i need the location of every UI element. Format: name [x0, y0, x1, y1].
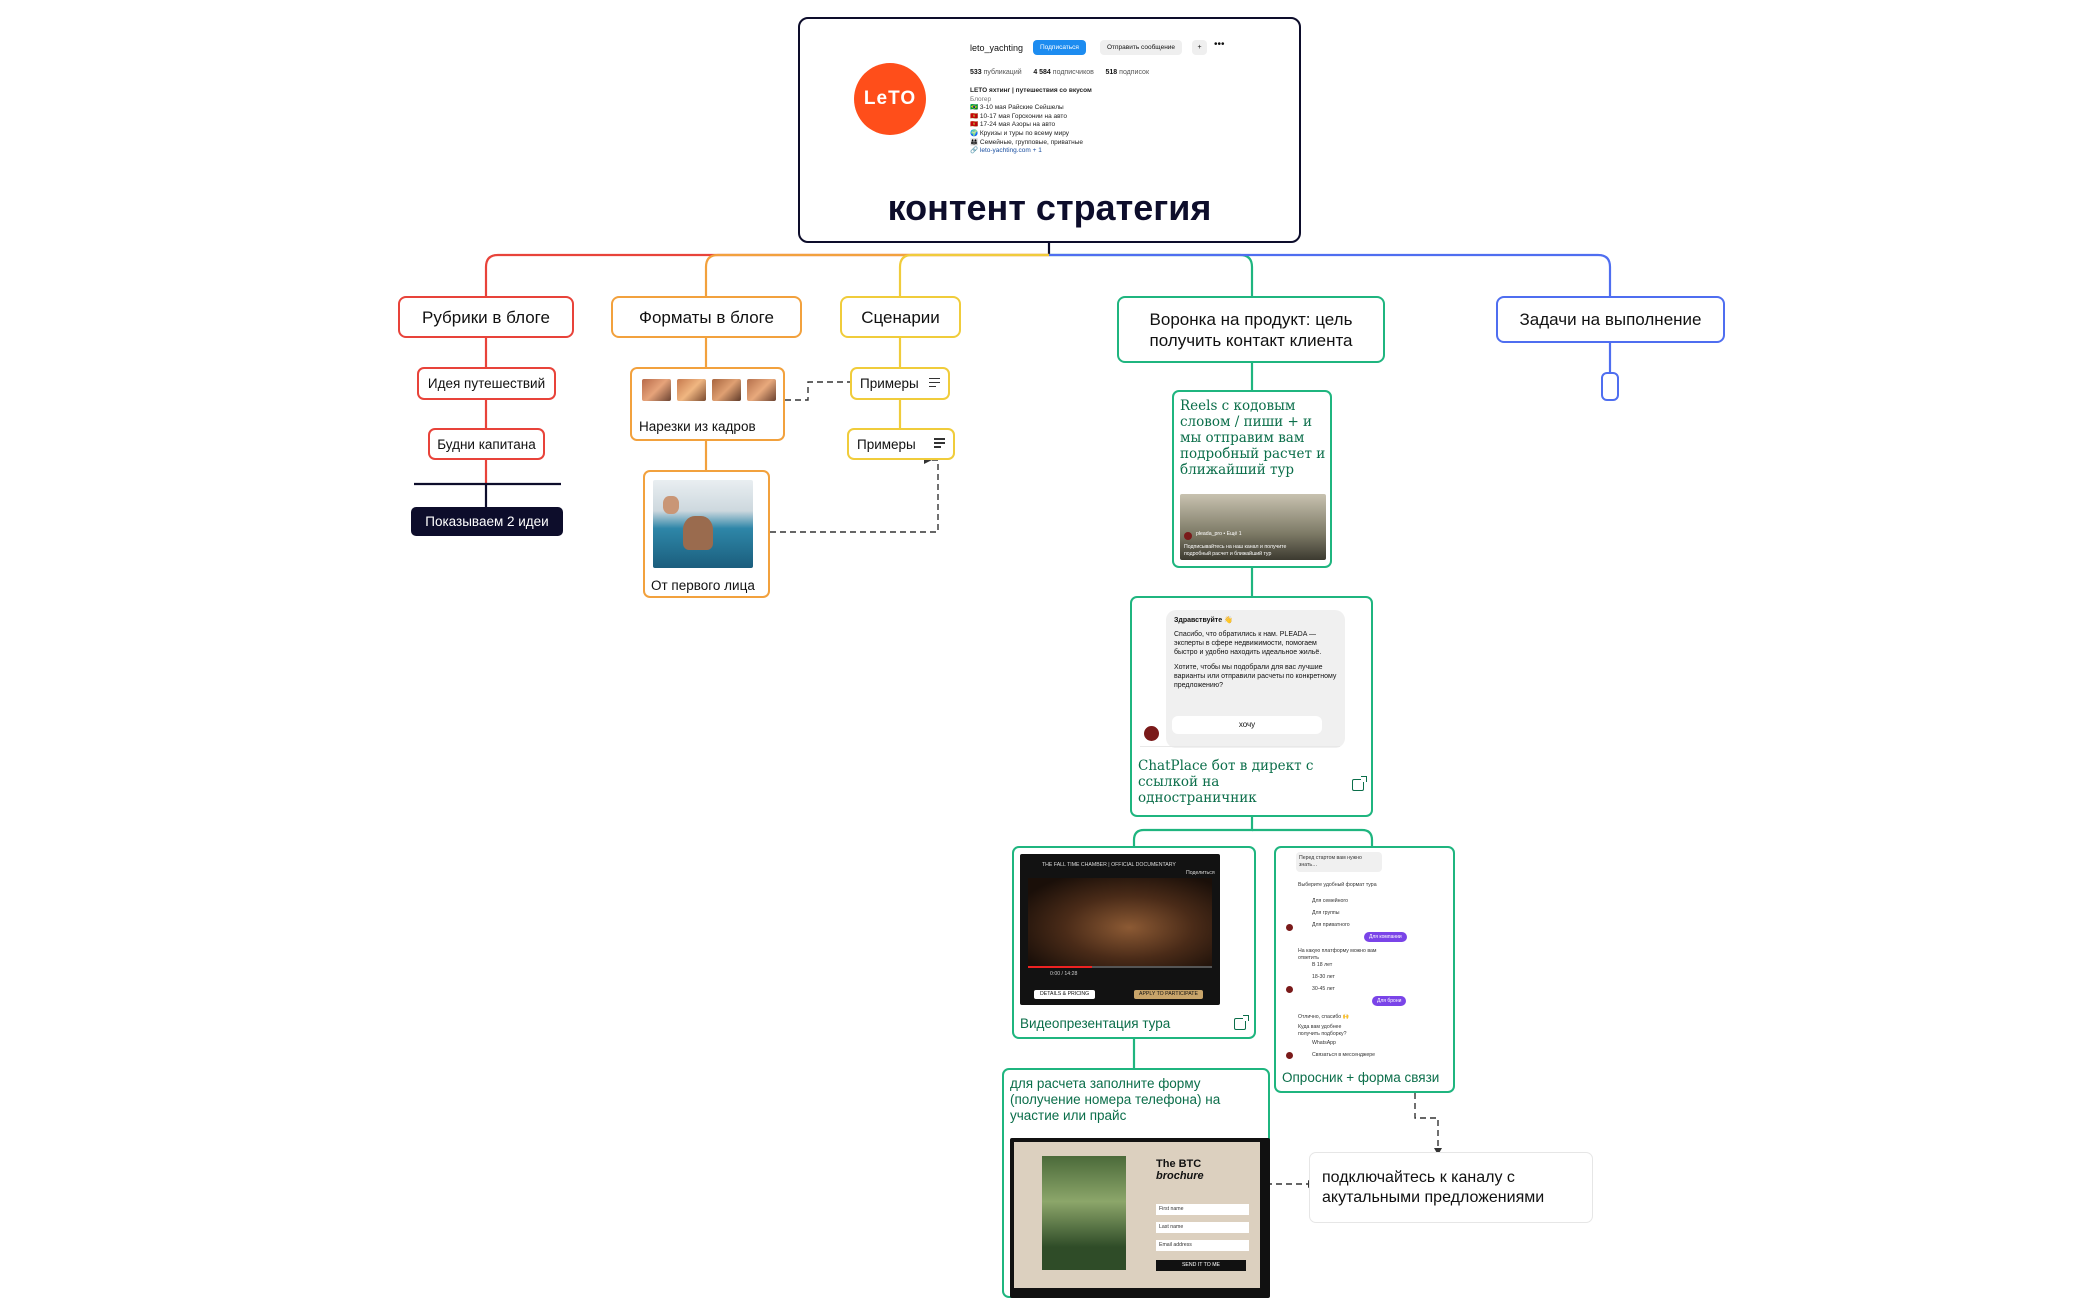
apply-button[interactable]: APPLY TO PARTICIPATE [1134, 990, 1203, 999]
first-person-photo [653, 480, 753, 568]
funnel-video-card[interactable]: THE FALL TIME CHAMBER | OFFICIAL DOCUMEN… [1012, 846, 1256, 1039]
notes-icon [929, 377, 940, 390]
format-first-person-label: От первого лица [651, 578, 755, 593]
root-card[interactable]: LeTO leto_yachting Подписаться Отправить… [798, 17, 1301, 243]
category-formats[interactable]: Форматы в блоге [611, 296, 802, 338]
rubric-captain-days[interactable]: Будни капитана [428, 428, 545, 460]
brochure-subtitle: brochure [1156, 1170, 1204, 1182]
more-icon[interactable]: ••• [1214, 39, 1225, 50]
funnel-chatbot-text: ChatPlace бот в директ с ссылкой на одно… [1138, 758, 1314, 806]
scenario-example-label: Примеры [860, 376, 919, 391]
category-funnel[interactable]: Воронка на продукт: цель получить контак… [1117, 296, 1385, 363]
reels-preview-user: pleada_pro • Ещё 1 [1196, 531, 1242, 537]
profile-bio: LETO яхтинг | путешествия со вкусом Блог… [970, 87, 1092, 155]
showing-ideas-label[interactable]: Показываем 2 идеи [411, 507, 563, 536]
profile-stats: 533 публикаций 4 584 подписчиков 518 под… [970, 69, 1150, 76]
external-link-icon[interactable] [1234, 1015, 1249, 1030]
chatbot-want-button[interactable]: хочу [1172, 716, 1322, 734]
bot-avatar [1144, 726, 1159, 741]
scenario-example-2[interactable]: Примеры [847, 428, 955, 460]
tasks-empty-node[interactable] [1601, 372, 1619, 401]
brochure-preview: The BTC brochure First name Last name Em… [1010, 1138, 1270, 1298]
channel-node[interactable]: подключайтесь к каналу с акутальными пре… [1309, 1152, 1593, 1223]
message-button[interactable]: Отправить сообщение [1100, 40, 1183, 55]
clip-thumbnail [747, 379, 776, 401]
format-first-person[interactable]: От первого лица [643, 470, 770, 598]
category-scenarios[interactable]: Сценарии [840, 296, 961, 338]
page-title: контент стратегия [887, 187, 1212, 228]
reels-preview-caption: Подписывайтесь на наш канал и получите п… [1184, 544, 1287, 557]
send-button[interactable]: SEND IT TO ME [1156, 1260, 1246, 1271]
last-name-field[interactable]: Last name [1156, 1222, 1249, 1233]
video-share-label[interactable]: Поделиться [1186, 870, 1215, 876]
video-player[interactable]: THE FALL TIME CHAMBER | OFFICIAL DOCUMEN… [1020, 854, 1220, 1005]
scenario-example-1[interactable]: Примеры [850, 367, 950, 400]
details-pricing-button[interactable]: DETAILS & PRICING [1034, 990, 1096, 999]
add-user-icon[interactable]: + [1192, 40, 1207, 55]
notes-icon [934, 438, 945, 450]
funnel-survey-card[interactable]: Перед стартом вам нужно знать… Выберите … [1274, 846, 1455, 1093]
video-time: 0:00 / 14:28 [1050, 971, 1078, 977]
funnel-survey-text: Опросник + форма связи [1282, 1070, 1440, 1085]
funnel-reels-text: Reels с кодовым словом / пиши + и мы отп… [1180, 398, 1326, 478]
rubric-travel-ideas[interactable]: Идея путешествий [417, 367, 556, 400]
external-link-icon[interactable] [1352, 776, 1367, 791]
funnel-video-text: Видеопрезентация тура [1020, 1016, 1171, 1031]
funnel-form-card[interactable]: для расчета заполните форму (получение н… [1002, 1068, 1270, 1298]
profile-username: leto_yachting [970, 43, 1024, 53]
clip-thumbnail [677, 379, 706, 401]
clip-thumbnail [642, 379, 671, 401]
scenario-example-label: Примеры [857, 436, 916, 452]
funnel-reels-card[interactable]: Reels с кодовым словом / пиши + и мы отп… [1172, 390, 1332, 568]
category-rubrics[interactable]: Рубрики в блоге [398, 296, 574, 338]
profile-logo: LeTO [854, 63, 926, 135]
format-clips[interactable]: Нарезки из кадров [630, 367, 785, 441]
funnel-chatbot-card[interactable]: Здравствуйте 👋 Спасибо, что обратились к… [1130, 596, 1373, 817]
format-clips-label: Нарезки из кадров [639, 419, 756, 434]
video-title: THE FALL TIME CHAMBER | OFFICIAL DOCUMEN… [1042, 862, 1176, 868]
brochure-title: The BTC [1156, 1158, 1202, 1170]
email-field[interactable]: Email address [1156, 1240, 1249, 1251]
follow-button[interactable]: Подписаться [1033, 40, 1086, 55]
funnel-form-text: для расчета заполните форму (получение н… [1010, 1076, 1221, 1123]
reels-preview: pleada_pro • Ещё 1 Подписывайтесь на наш… [1180, 494, 1326, 560]
first-name-field[interactable]: First name [1156, 1204, 1249, 1215]
category-tasks[interactable]: Задачи на выполнение [1496, 296, 1725, 343]
clip-thumbnail [712, 379, 741, 401]
